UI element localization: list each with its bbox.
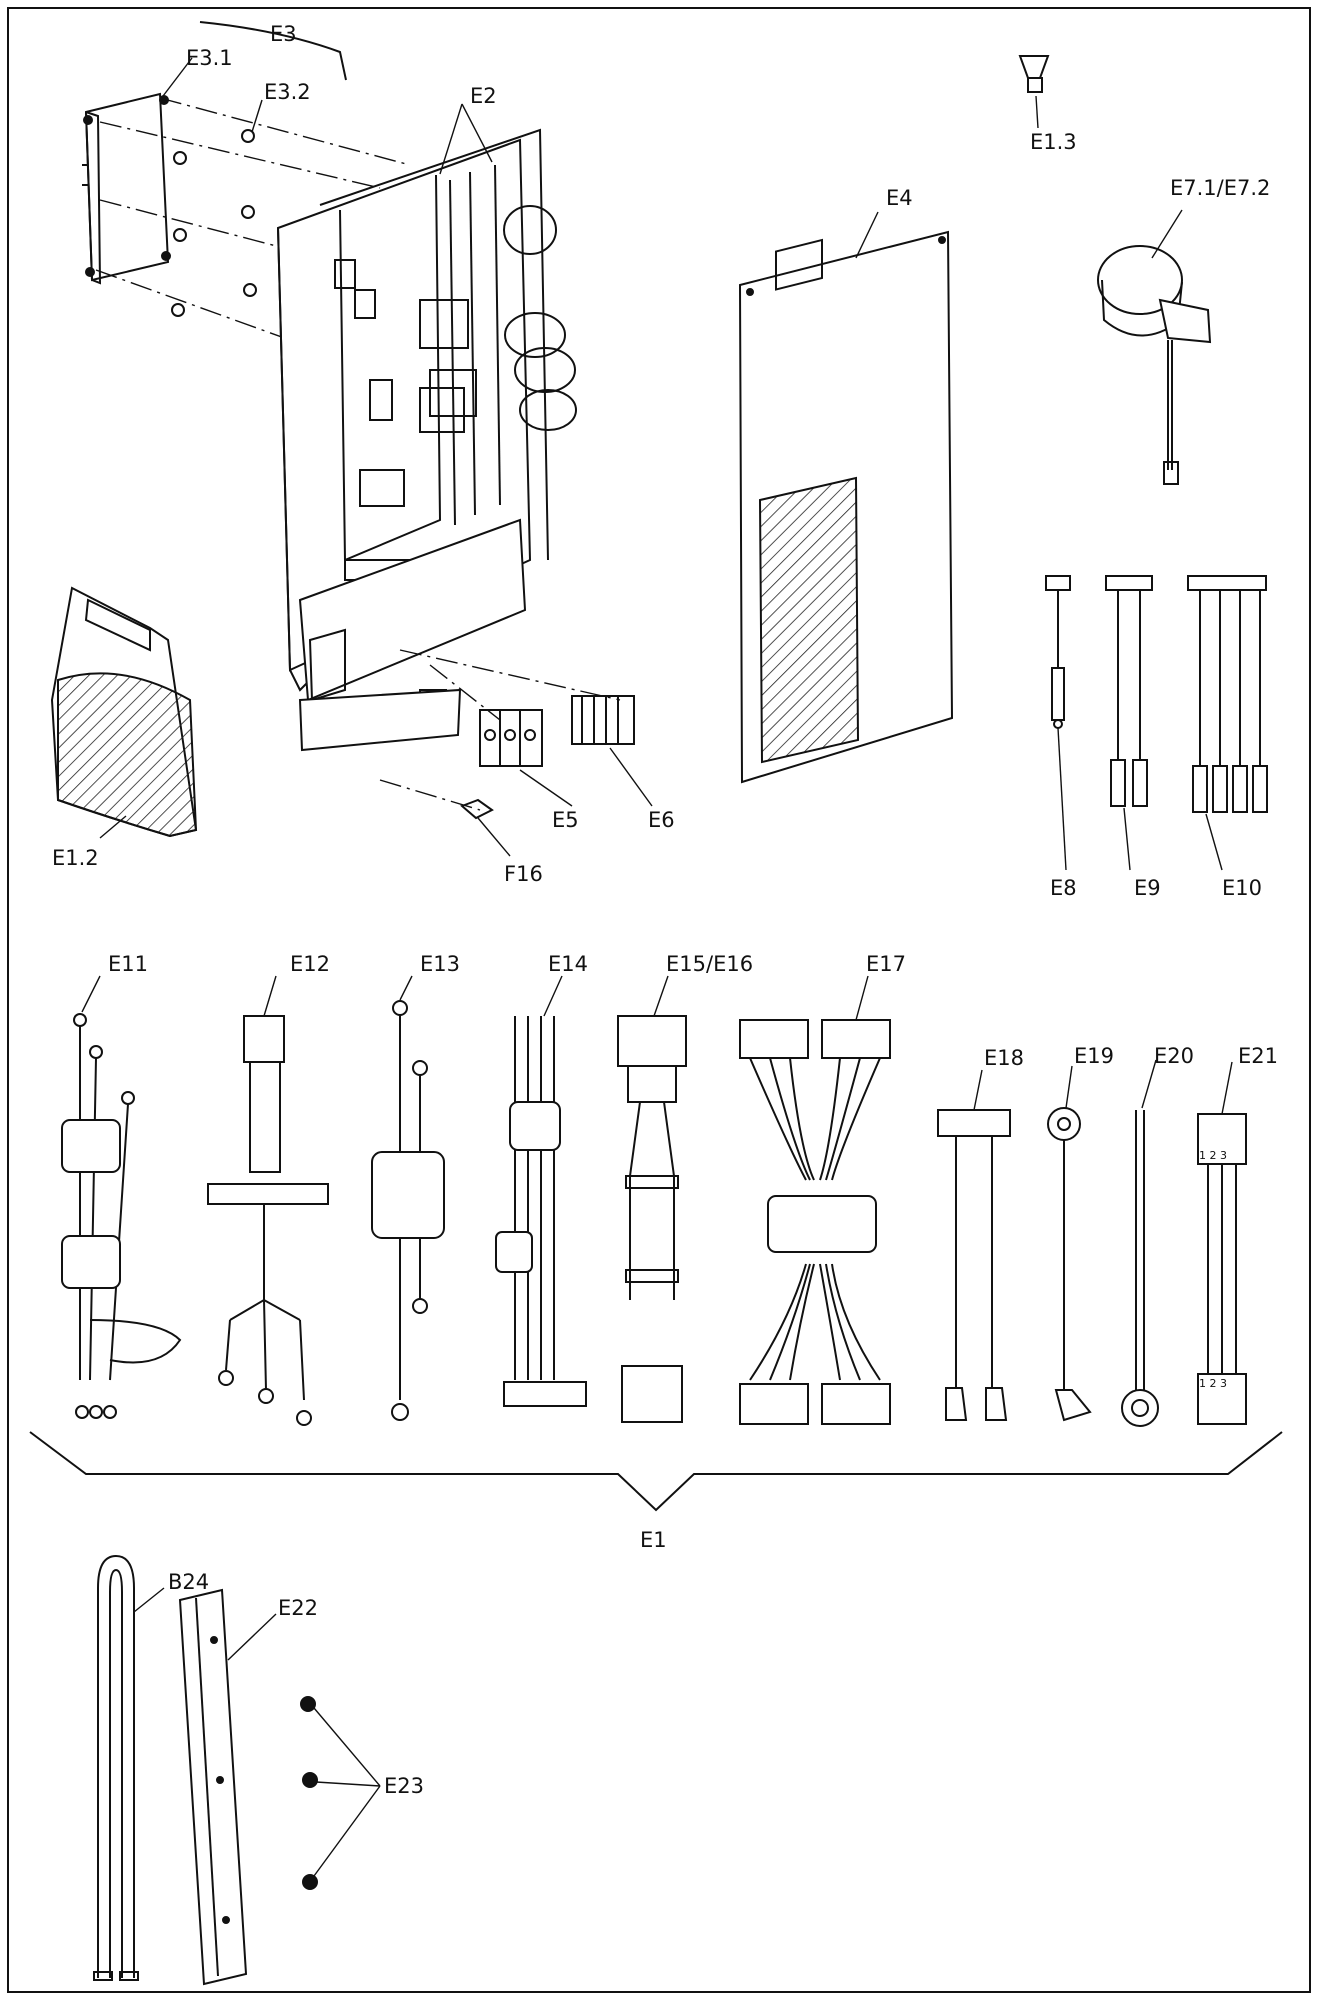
label-e3-1: E3.1 [186, 46, 233, 70]
label-e22: E22 [278, 1596, 318, 1620]
e10-sensor [1187, 575, 1268, 813]
e1-2-bag [50, 586, 198, 838]
label-e5: E5 [552, 808, 579, 832]
e1-3-fuse [1018, 55, 1050, 93]
e14-harness [495, 1016, 587, 1407]
e12-harness [207, 1015, 329, 1426]
label-e7: E7.1/E7.2 [1170, 176, 1271, 200]
sheet-border [7, 7, 1311, 1993]
e6-terminal-block [571, 695, 635, 745]
label-e21: E21 [1238, 1044, 1278, 1068]
label-e13: E13 [420, 952, 460, 976]
e18-harness [937, 1109, 1011, 1421]
e5-terminal-block [479, 709, 543, 767]
label-e4: E4 [886, 186, 913, 210]
label-e10: E10 [1222, 876, 1262, 900]
label-e2: E2 [470, 84, 497, 108]
e3-2-screws [171, 129, 257, 317]
label-e1-2: E1.2 [52, 846, 99, 870]
label-e18: E18 [984, 1046, 1024, 1070]
label-e14: E14 [548, 952, 588, 976]
label-e1: E1 [640, 1528, 667, 1552]
label-e19: E19 [1074, 1044, 1114, 1068]
leader-lines [81, 57, 1233, 1877]
label-e23: E23 [384, 1774, 424, 1798]
label-b24: B24 [168, 1570, 210, 1594]
e19-harness [1047, 1107, 1092, 1422]
e21-top-pin-marks: 1 2 3 [1199, 1149, 1227, 1162]
e23-screws [300, 1696, 318, 1890]
e15-e16-harness [617, 1015, 687, 1423]
label-e8: E8 [1050, 876, 1077, 900]
f16-clip [460, 798, 494, 820]
label-e3-2: E3.2 [264, 80, 311, 104]
label-f16: F16 [504, 862, 543, 886]
e13-harness [371, 1000, 445, 1421]
e8-sensor [1045, 575, 1071, 729]
e22-rail [178, 1588, 248, 1986]
e21-harness [1197, 1113, 1247, 1425]
e11-harness [61, 1013, 182, 1419]
e3-cover-plate [82, 21, 347, 285]
label-e9: E9 [1134, 876, 1161, 900]
label-e20: E20 [1154, 1044, 1194, 1068]
e17-harness [739, 1019, 891, 1425]
e1-group-bracket [29, 1431, 1283, 1512]
label-e11: E11 [108, 952, 148, 976]
label-e15-e16: E15/E16 [666, 952, 754, 976]
label-e3: E3 [270, 22, 297, 46]
b24-tube [93, 1554, 139, 1981]
label-e12: E12 [290, 952, 330, 976]
e4-cover-panel [738, 230, 954, 784]
e9-sensor [1105, 575, 1153, 807]
e7-sensor [1097, 245, 1212, 485]
e21-bottom-pin-marks: 1 2 3 [1199, 1377, 1227, 1390]
e2-control-board [276, 128, 577, 752]
e20-harness [1121, 1110, 1159, 1427]
label-e17: E17 [866, 952, 906, 976]
label-e6: E6 [648, 808, 675, 832]
label-e1-3: E1.3 [1030, 130, 1077, 154]
